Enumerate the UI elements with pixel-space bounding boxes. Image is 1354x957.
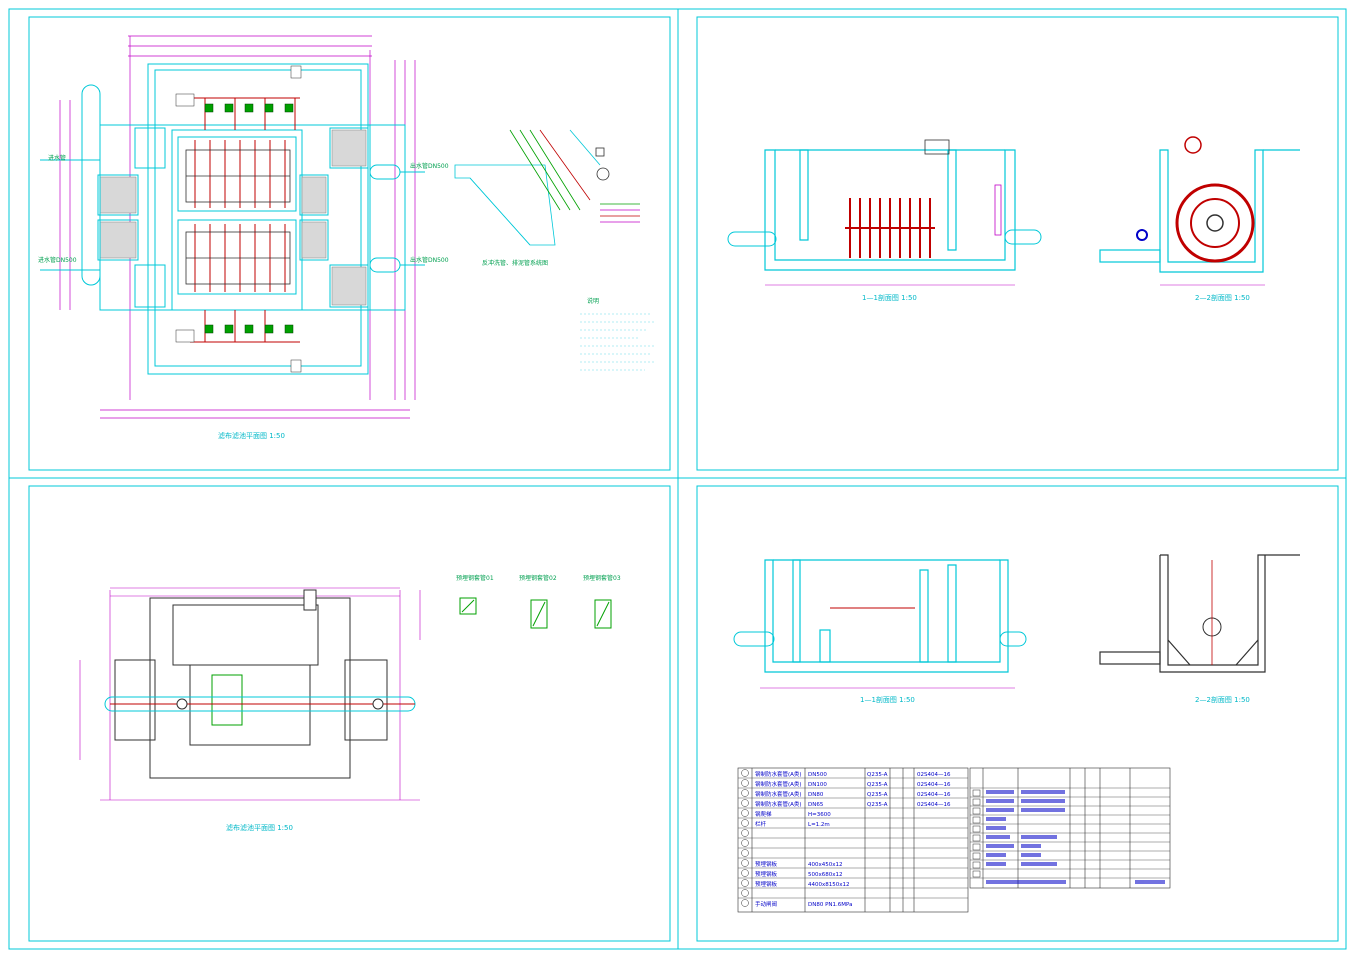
svg-text:钢爬梯: 钢爬梯 xyxy=(755,810,772,818)
svg-text:预埋钢套管03: 预埋钢套管03 xyxy=(583,574,621,582)
plan-labels: 出水管DN500 出水管DN500 进水管 进水管DN500 xyxy=(38,154,449,264)
svg-text:02S404—16: 02S404—16 xyxy=(917,782,951,788)
svg-text:预埋钢板: 预埋钢板 xyxy=(755,860,778,868)
svg-text:钢制防水套管(A类): 钢制防水套管(A类) xyxy=(755,770,802,778)
svg-text:02S404—16: 02S404—16 xyxy=(917,792,951,798)
equipment-table-checkboxes xyxy=(972,789,981,878)
plan-b-walls xyxy=(114,597,388,779)
svg-text:说明: 说明 xyxy=(587,297,599,305)
section-a-pipes xyxy=(727,229,1042,247)
plan-b-title: 滤布滤池平面图 1:50 xyxy=(226,823,293,832)
section-a-walls xyxy=(764,149,1016,271)
plan-b-fittings xyxy=(176,589,384,710)
material-table-text: 钢制防水套管(A类) DN500 Q235-A 02S404—16 钢制防水套管… xyxy=(755,770,951,908)
panel-section-a: 1—1剖面图 1:50 2—2剖面图 1:50 xyxy=(727,136,1300,302)
plan-valves xyxy=(175,65,302,373)
plan-outlet-pipes xyxy=(369,164,425,273)
svg-text:02S404—16: 02S404—16 xyxy=(917,772,951,778)
material-table-icons xyxy=(741,769,749,907)
svg-text:DN80: DN80 xyxy=(808,792,824,798)
svg-text:Q235-A: Q235-A xyxy=(867,782,888,788)
section-b-title: 1—1剖面图 1:50 xyxy=(860,695,915,704)
equipment-table-rows xyxy=(970,787,1170,879)
svg-text:栏杆: 栏杆 xyxy=(755,820,767,828)
section-a2-drum xyxy=(1136,136,1255,263)
svg-text:出水管DN500: 出水管DN500 xyxy=(410,162,449,170)
svg-text:DN80 PN1.6MPa: DN80 PN1.6MPa xyxy=(808,902,852,908)
svg-text:500x680x12: 500x680x12 xyxy=(808,872,843,878)
material-table xyxy=(737,767,969,913)
svg-text:预埋钢套管01: 预埋钢套管01 xyxy=(456,574,494,582)
svg-text:DN65: DN65 xyxy=(808,802,824,808)
svg-text:L=1.2m: L=1.2m xyxy=(808,822,830,828)
svg-text:钢制防水套管(A类): 钢制防水套管(A类) xyxy=(755,800,802,808)
plan-frame-lines xyxy=(185,149,291,285)
svg-text:钢制防水套管(A类): 钢制防水套管(A类) xyxy=(755,790,802,798)
svg-text:出水管DN500: 出水管DN500 xyxy=(410,256,449,264)
panel-plan-b: 滤布滤池平面图 1:50 预埋钢套管01 预埋钢套管02 预埋钢套管03 xyxy=(79,574,621,832)
svg-text:Q235-A: Q235-A xyxy=(867,772,888,778)
svg-text:进水管DN500: 进水管DN500 xyxy=(38,256,77,264)
isometric-sketch xyxy=(454,129,640,246)
panel-plan: 出水管DN500 出水管DN500 进水管 进水管DN500 滤布滤池平面图 1… xyxy=(38,35,655,440)
svg-text:H=3600: H=3600 xyxy=(808,812,831,818)
embed-detail-2: 预埋钢套管02 xyxy=(519,574,557,629)
material-table-rows xyxy=(738,777,968,899)
panel-frames xyxy=(8,8,1347,950)
svg-text:4400x8150x12: 4400x8150x12 xyxy=(808,882,850,888)
svg-text:预埋钢板: 预埋钢板 xyxy=(755,880,778,888)
svg-text:预埋钢套管02: 预埋钢套管02 xyxy=(519,574,557,582)
section-b2-walls xyxy=(1099,554,1300,673)
embed-detail-3: 预埋钢套管03 xyxy=(583,574,621,629)
plan-title: 滤布滤池平面图 1:50 xyxy=(218,431,285,440)
svg-text:Q235-A: Q235-A xyxy=(867,802,888,808)
section-b-walls xyxy=(764,559,1009,673)
svg-text:进水管: 进水管 xyxy=(48,154,66,162)
svg-text:钢制防水套管(A类): 钢制防水套管(A类) xyxy=(755,780,802,788)
svg-text:DN500: DN500 xyxy=(808,772,827,778)
section-b2-title: 2—2剖面图 1:50 xyxy=(1195,695,1250,704)
svg-text:02S404—16: 02S404—16 xyxy=(917,802,951,808)
panel-section-b: 1—1剖面图 1:50 2—2剖面图 1:50 xyxy=(733,554,1300,913)
section-b-pipes xyxy=(733,631,1027,647)
plan-notes: 说明 xyxy=(580,297,655,371)
svg-text:Q235-A: Q235-A xyxy=(867,792,888,798)
isometric-caption: 反冲洗管、排泥管系统图 xyxy=(482,259,548,267)
section-a2-title: 2—2剖面图 1:50 xyxy=(1195,293,1250,302)
embed-detail-1: 预埋钢套管01 xyxy=(456,574,494,615)
svg-text:DN100: DN100 xyxy=(808,782,827,788)
section-a-filter xyxy=(845,198,935,258)
equipment-table-fill xyxy=(986,790,1165,884)
plan-inlet-pipe xyxy=(40,84,101,286)
svg-text:400x450x12: 400x450x12 xyxy=(808,862,843,868)
plan-hatch-areas xyxy=(99,129,367,306)
section-a-title: 1—1剖面图 1:50 xyxy=(862,293,917,302)
section-a-equipment xyxy=(924,139,1002,236)
svg-text:预埋钢板: 预埋钢板 xyxy=(755,870,778,878)
svg-text:手动闸阀: 手动闸阀 xyxy=(755,900,777,908)
plan-b-dims xyxy=(79,587,421,801)
section-a2-walls xyxy=(1099,149,1300,273)
